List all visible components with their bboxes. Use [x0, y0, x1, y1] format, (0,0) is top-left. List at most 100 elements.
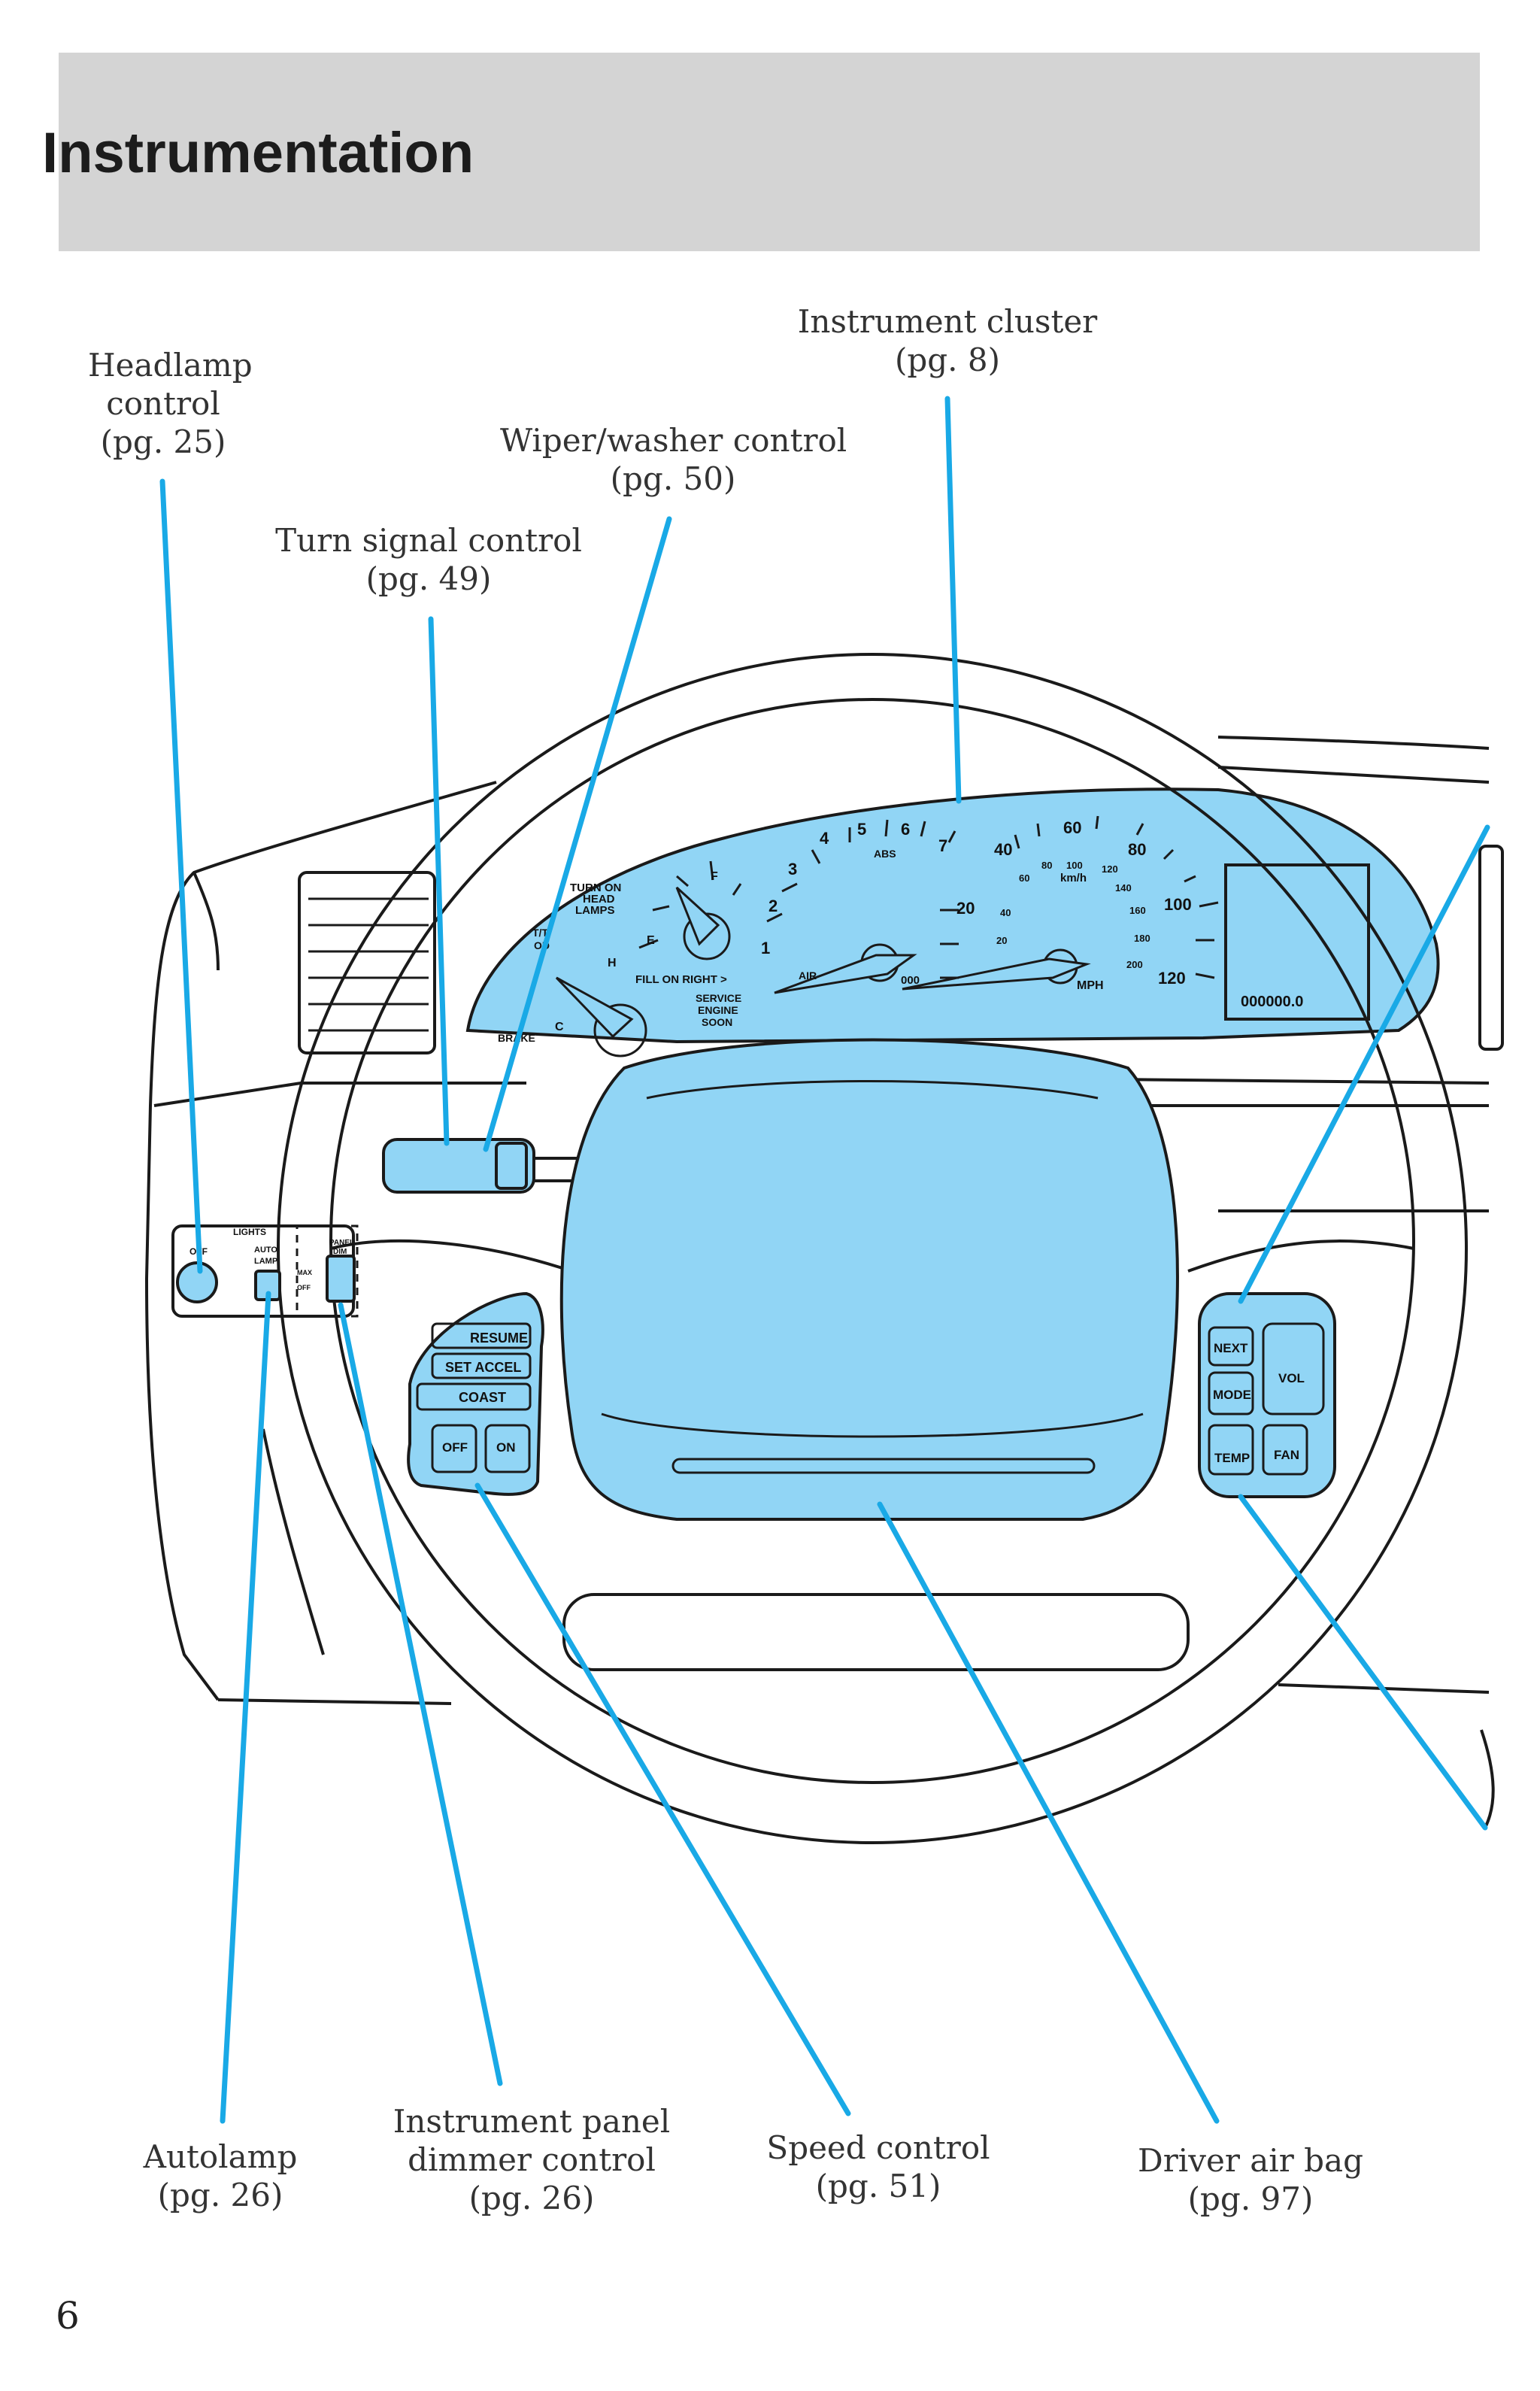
- callout-wiper-line1: Wiper/washer control: [500, 422, 847, 459]
- temp-cold-label: C: [555, 1021, 564, 1033]
- lights-label: LIGHTS: [233, 1227, 266, 1237]
- mph-40: 40: [994, 840, 1012, 859]
- callout-leaders: [159, 396, 1490, 2124]
- kmh-120: 120: [1102, 863, 1118, 875]
- fuel-empty-label: E: [647, 934, 655, 947]
- callout-speed-line2: (pg. 51): [815, 2168, 941, 2204]
- speed-off-label: OFF: [442, 1440, 468, 1455]
- mph-unit: MPH: [1077, 979, 1104, 992]
- cluster-labels: TURN ON HEAD LAMPS F E FILL ON RIGHT > H…: [498, 818, 1192, 1044]
- airbag-hub: [559, 1038, 1179, 1521]
- odometer-readout: 000000.0: [1241, 994, 1303, 1010]
- callout-driver-airbag: Driver air bag (pg. 97): [1123, 2141, 1378, 2218]
- auto-lamp-line1: AUTO: [254, 1246, 277, 1255]
- callout-wiper-washer: Wiper/washer control (pg. 50): [500, 421, 847, 498]
- auto-lamp-line2: LAMP: [254, 1257, 277, 1266]
- kmh-40: 40: [1000, 907, 1011, 918]
- leader-speed-control: [474, 1482, 851, 2116]
- dashboard-outline: [144, 736, 1504, 1828]
- callout-headlamp-line2: control: [106, 385, 220, 422]
- coast-label: COAST: [459, 1390, 506, 1405]
- panel-dim-line2: DIM: [333, 1248, 347, 1256]
- tach-4: 4: [820, 829, 829, 848]
- kmh-unit: km/h: [1060, 872, 1087, 884]
- trip-readout: 000: [901, 974, 920, 987]
- vol-label: VOL: [1278, 1371, 1305, 1385]
- speed-on-label: ON: [496, 1440, 516, 1455]
- kmh-100: 100: [1066, 860, 1083, 871]
- tach-6: 6: [901, 820, 910, 839]
- next-label: NEXT: [1214, 1341, 1248, 1355]
- page-title: Instrumentation: [42, 121, 474, 185]
- speed-control-pad: RESUME SET ACCEL COAST OFF ON: [407, 1291, 544, 1496]
- callout-instrument-cluster: Instrument cluster (pg. 8): [797, 302, 1098, 379]
- tach-1: 1: [761, 939, 770, 957]
- kmh-80: 80: [1041, 860, 1052, 871]
- tach-5: 5: [857, 820, 866, 839]
- fill-on-right-label: FILL ON RIGHT >: [635, 973, 727, 986]
- instrument-cluster: 000000.0 TURN ON HEAD LAMPS F E FILL ON …: [465, 787, 1440, 1057]
- air-label: AIR: [799, 969, 817, 982]
- leader-turn-signal: [428, 616, 450, 1146]
- mode-label: MODE: [1213, 1388, 1251, 1402]
- panel-dim-line1: PANEL: [329, 1239, 354, 1247]
- fuel-full-label: F: [711, 870, 718, 883]
- mph-60: 60: [1063, 818, 1081, 837]
- callout-turn-line1: Turn signal control: [275, 522, 582, 559]
- callout-dimmer-line2: dimmer control: [408, 2141, 656, 2178]
- kmh-200: 200: [1126, 959, 1143, 970]
- headlamps-line3: LAMPS: [575, 904, 615, 917]
- callout-turn-line2: (pg. 49): [365, 560, 492, 597]
- steering-wheel: [277, 653, 1468, 1844]
- leader-dimmer: [338, 1302, 503, 2086]
- kmh-140: 140: [1115, 882, 1132, 894]
- callout-speed-line1: Speed control: [766, 2129, 990, 2166]
- mph-120: 120: [1158, 969, 1186, 988]
- kmh-20: 20: [996, 935, 1007, 946]
- tach-7: 7: [938, 836, 947, 855]
- abs-label: ABS: [874, 848, 896, 860]
- headlamps-line2: HEAD: [583, 893, 615, 906]
- fan-label: FAN: [1274, 1448, 1299, 1462]
- tach-2: 2: [768, 897, 778, 915]
- kmh-180: 180: [1134, 933, 1150, 944]
- callout-headlamp-line3: (pg. 25): [100, 423, 226, 460]
- callout-airbag-line1: Driver air bag: [1138, 2142, 1363, 2179]
- leader-audio-upper: [1238, 824, 1490, 1304]
- leader-headlamp: [159, 478, 203, 1274]
- callout-speed-control: Speed control (pg. 51): [754, 2129, 1002, 2205]
- leader-airbag: [877, 1501, 1220, 2124]
- mph-20: 20: [956, 899, 975, 918]
- page-number: 6: [56, 2294, 80, 2338]
- leader-instrument-cluster: [944, 396, 962, 804]
- audio-climate-pad: NEXT MODE VOL TEMP FAN: [1198, 1292, 1336, 1498]
- callout-airbag-line2: (pg. 97): [1187, 2180, 1314, 2217]
- set-accel-label: SET ACCEL: [445, 1360, 521, 1375]
- max-label: MAX: [297, 1269, 312, 1276]
- leader-wiper: [483, 516, 672, 1152]
- callout-autolamp: Autolamp (pg. 26): [130, 2138, 311, 2214]
- kmh-160: 160: [1129, 905, 1146, 916]
- mph-80: 80: [1128, 840, 1146, 859]
- callout-headlamp-control: Headlamp control (pg. 25): [88, 346, 253, 461]
- service-line3: SOON: [702, 1016, 732, 1028]
- headlamps-line1: TURN ON: [570, 881, 621, 894]
- tach-3: 3: [788, 860, 797, 878]
- service-line1: SERVICE: [696, 992, 741, 1004]
- callout-headlamp-line1: Headlamp: [88, 347, 253, 384]
- service-line2: ENGINE: [698, 1004, 738, 1016]
- mph-100: 100: [1164, 895, 1192, 914]
- kmh-60: 60: [1019, 872, 1029, 884]
- headlamp-switch-panel: LIGHTS OFF AUTO LAMP PANEL DIM MAX OFF: [171, 1224, 359, 1318]
- callout-wiper-line2: (pg. 50): [610, 460, 736, 497]
- callout-cluster-line1: Instrument cluster: [797, 303, 1098, 340]
- resume-label: RESUME: [470, 1331, 528, 1346]
- callout-cluster-line2: (pg. 8): [895, 341, 1000, 378]
- tt-label: T/T: [532, 927, 548, 939]
- callout-turn-signal: Turn signal control (pg. 49): [267, 521, 590, 598]
- header-band: [59, 53, 1480, 251]
- leader-autolamp: [220, 1291, 271, 2124]
- callout-autolamp-line1: Autolamp: [143, 2138, 298, 2175]
- callout-dimmer-line1: Instrument panel: [393, 2103, 671, 2140]
